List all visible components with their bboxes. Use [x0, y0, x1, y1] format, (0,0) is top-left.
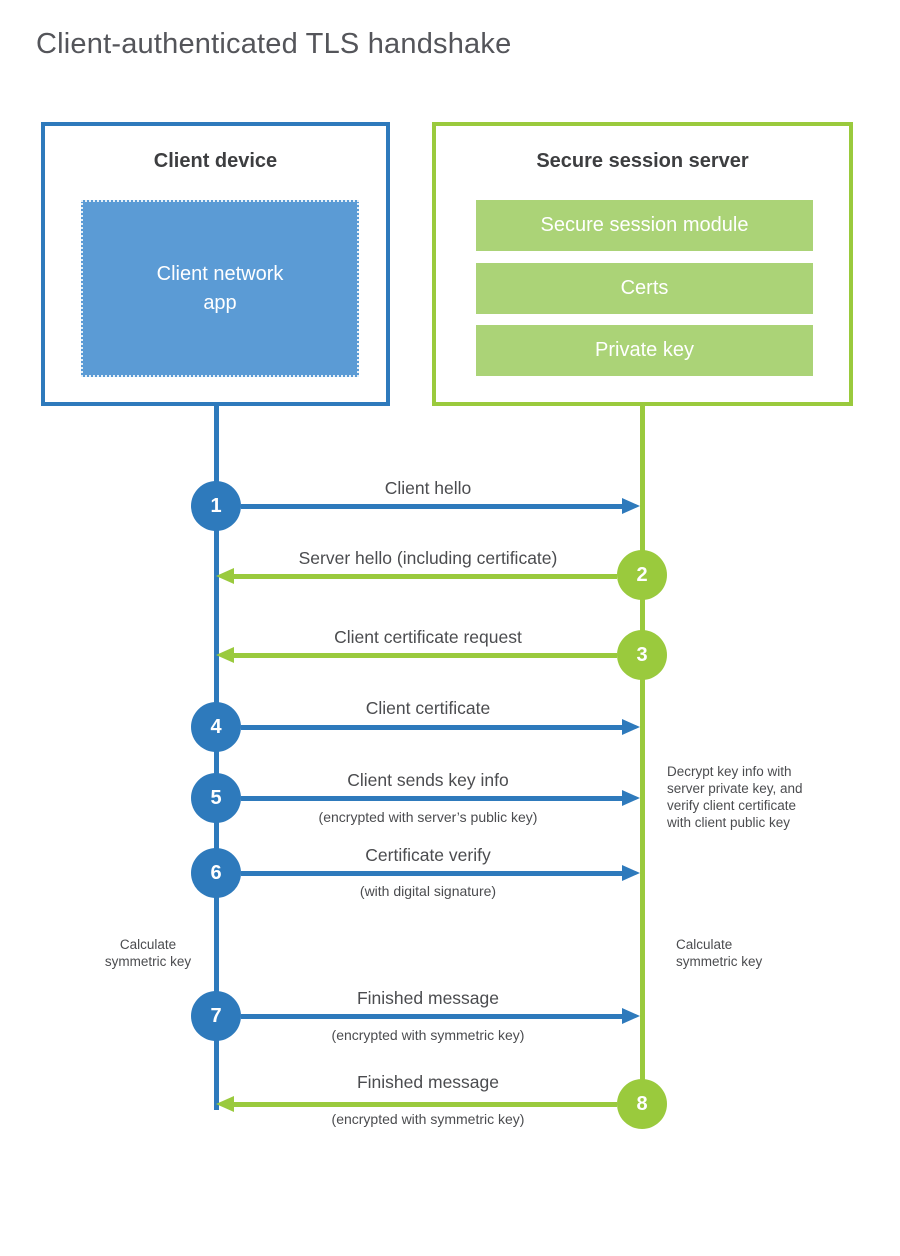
secure-session-server-title: Secure session server	[536, 150, 749, 172]
message-label: Client certificate	[365, 698, 491, 718]
message-label: Server hello (including certificate)	[298, 548, 558, 568]
message-label: Finished message	[356, 1072, 500, 1092]
step-6-badge: 6	[191, 848, 241, 898]
server-module-certs: Certs	[476, 263, 813, 314]
message-label: Certificate verify	[365, 845, 491, 865]
client-lifeline	[214, 406, 219, 1110]
arrow-left-icon	[216, 1096, 617, 1112]
step-5-badge: 5	[191, 773, 241, 823]
message-label: Finished message	[356, 988, 500, 1008]
message-label: Client certificate request	[334, 627, 522, 647]
server-module-secure-session: Secure session module	[476, 200, 813, 251]
calculate-symmetric-key-note-server: Calculate symmetric key	[676, 937, 763, 969]
message-sublabel: (with digital signature)	[359, 883, 497, 899]
arrow-left-icon	[216, 647, 617, 663]
server-module-private-key: Private key	[476, 325, 813, 376]
arrow-left-icon	[216, 568, 617, 584]
step-8-badge: 8	[617, 1079, 667, 1129]
message-sublabel: (encrypted with server’s public key)	[318, 809, 538, 825]
client-network-app-box: Client network app	[81, 200, 359, 377]
calculate-symmetric-key-note-client: Calculate symmetric key	[104, 937, 192, 969]
arrow-right-icon	[241, 865, 640, 881]
arrow-right-icon	[241, 498, 640, 514]
step-7-badge: 7	[191, 991, 241, 1041]
client-device-title: Client device	[153, 150, 278, 172]
step-2-badge: 2	[617, 550, 667, 600]
message-label: Client hello	[384, 478, 472, 498]
message-sublabel: (encrypted with symmetric key)	[331, 1027, 525, 1043]
step-1-badge: 1	[191, 481, 241, 531]
message-sublabel: (encrypted with symmetric key)	[331, 1111, 525, 1127]
client-device-box: Client device Client network app	[41, 122, 390, 406]
message-label: Client sends key info	[347, 770, 509, 790]
diagram-title: Client-authenticated TLS handshake	[36, 28, 512, 60]
server-lifeline	[640, 406, 645, 1104]
arrow-right-icon	[241, 790, 640, 806]
step-4-badge: 4	[191, 702, 241, 752]
step-3-badge: 3	[617, 630, 667, 680]
secure-session-server-box: Secure session server Secure session mod…	[432, 122, 853, 406]
arrow-right-icon	[241, 1008, 640, 1024]
arrow-right-icon	[241, 719, 640, 735]
decrypt-note: Decrypt key info with server private key…	[667, 764, 803, 830]
